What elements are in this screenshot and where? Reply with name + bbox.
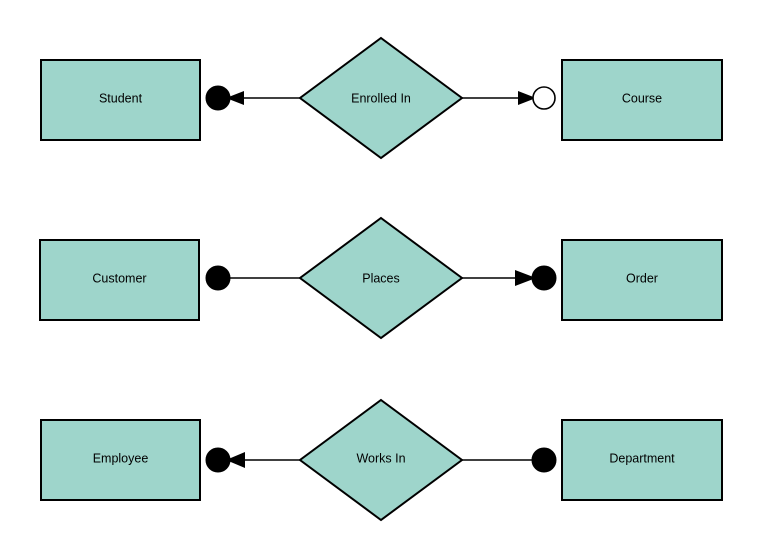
er-row-1: Student Enrolled In Course [40, 36, 723, 160]
cardinality-marker-filled-department [531, 447, 557, 473]
er-row-2: Customer Places Order [39, 216, 723, 340]
entity-box-department[interactable] [561, 419, 723, 501]
er-row-3: Employee Works In Department [40, 398, 723, 522]
relationship-diamond-works-in[interactable] [298, 398, 464, 522]
relationship-diamond-enrolled-in[interactable] [298, 36, 464, 160]
entity-box-student[interactable] [40, 59, 201, 141]
cardinality-marker-filled-order [531, 265, 557, 291]
relationship-diamond-places[interactable] [298, 216, 464, 340]
cardinality-marker-filled-customer [205, 265, 231, 291]
cardinality-marker-filled-student [205, 85, 231, 111]
entity-box-order[interactable] [561, 239, 723, 321]
arrow-head-right-2 [515, 270, 536, 286]
arrow-head-left-3 [226, 452, 245, 468]
cardinality-marker-filled-employee [205, 447, 231, 473]
entity-box-customer[interactable] [39, 239, 200, 321]
entity-box-course[interactable] [561, 59, 723, 141]
entity-box-employee[interactable] [40, 419, 201, 501]
cardinality-marker-hollow-course [532, 86, 556, 110]
arrow-head-right-1 [518, 91, 536, 105]
arrow-head-left-1 [226, 91, 244, 105]
